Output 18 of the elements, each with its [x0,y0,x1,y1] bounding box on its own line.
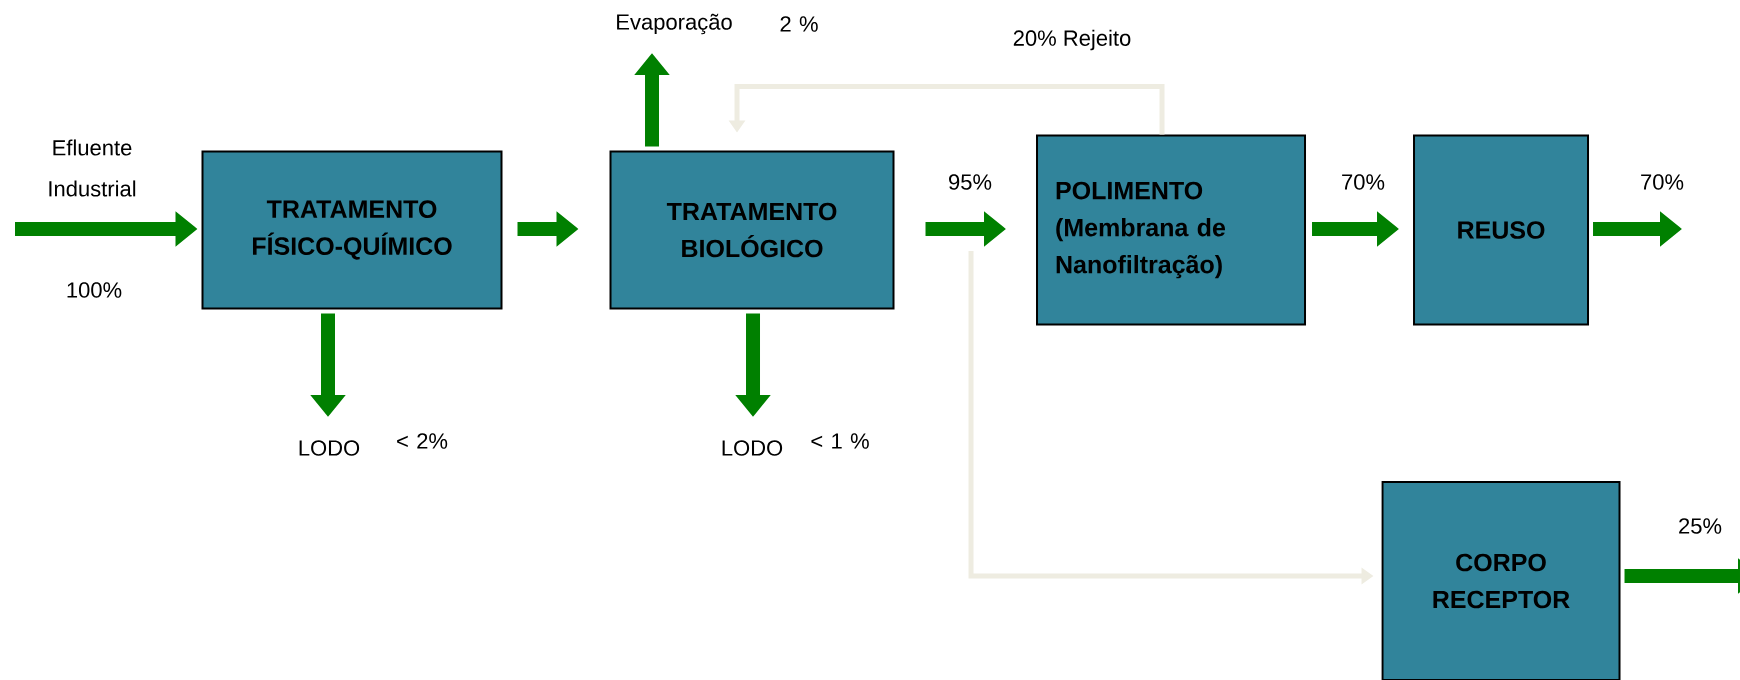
edge-label: 20% Rejeito [1010,27,1134,53]
process-box: POLIMENTO (Membrana de Nanofiltração) [1036,134,1306,326]
flow-label: < 1 % [811,433,869,449]
inflow-label: Efluente Industrial [49,139,136,197]
flow-label: 70% [1342,174,1385,190]
process-box: TRATAMENTO BIOLÓGICO [609,150,895,310]
process-box: CORPO RECEPTOR [1381,481,1621,680]
flow-label: LODO [299,440,360,456]
flow-label: 25% [1679,518,1722,534]
flow-label: 2 % [780,16,818,32]
process-box: TRATAMENTO FÍSICO-QUÍMICO [201,150,503,310]
flow-label: Evaporação [617,13,732,35]
flow-label: < 2% [397,433,448,449]
flow-label: 100% [67,282,122,298]
process-box: REUSO [1413,134,1589,326]
flow-label: 95% [949,174,992,190]
flow-label: LODO [722,440,783,456]
flow-label: 70% [1641,174,1684,190]
